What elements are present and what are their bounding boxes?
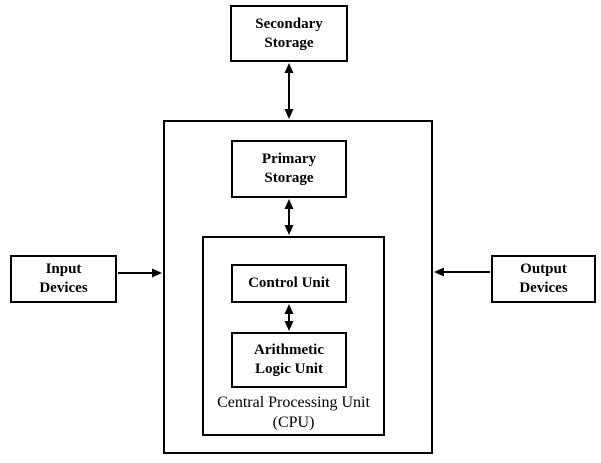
control-unit-box: Control Unit [231,264,347,303]
arithmetic-logic-unit-label: Arithmetic Logic Unit [254,342,324,377]
input-devices-label: Input Devices [39,261,88,296]
control-unit-label: Control Unit [248,275,330,292]
output-devices-box: Output Devices [491,255,596,303]
secondary-storage-label: Secondary Storage [255,15,323,51]
secondary-storage-system-arrow [284,63,294,119]
cpu-caption: Central Processing Unit (CPU) [217,394,370,431]
input-devices-box: Input Devices [10,255,117,303]
arithmetic-logic-unit-box: Arithmetic Logic Unit [231,332,347,388]
input-devices-system-arrow [118,268,162,278]
secondary-storage-box: Secondary Storage [230,5,348,62]
primary-storage-box: Primary Storage [231,140,347,198]
output-devices-system-arrow [434,267,490,277]
output-devices-label: Output Devices [519,261,568,296]
primary-storage-label: Primary Storage [261,151,317,186]
